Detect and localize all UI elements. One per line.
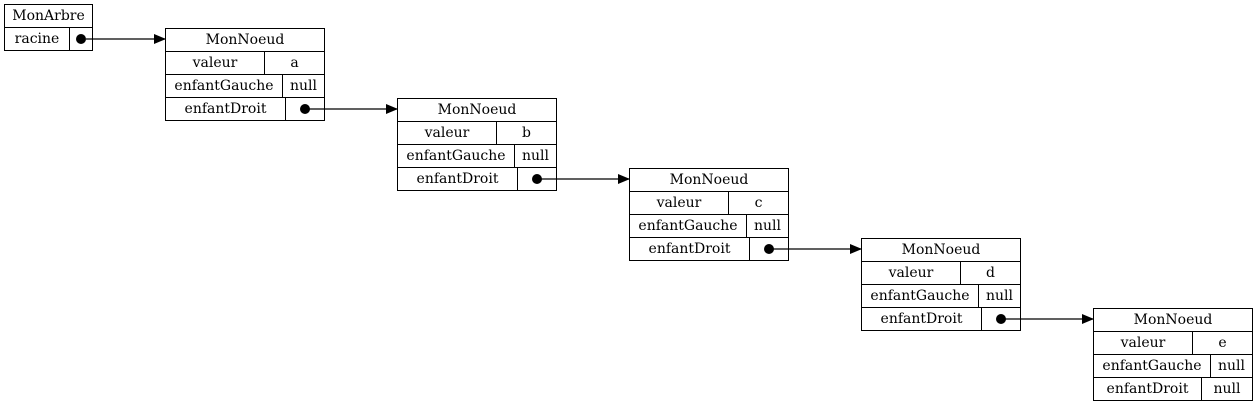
root-pointer-port	[70, 28, 92, 50]
node-value-enfant-gauche: null	[290, 78, 317, 94]
node-row-valeur: valeur a	[166, 51, 324, 74]
pointer-dot-icon	[764, 244, 774, 254]
node-label-enfant-gauche: enfantGauche	[398, 145, 515, 167]
node-record-e: MonNoeud valeur e enfantGauche null enfa…	[1093, 308, 1253, 401]
node-row-valeur: valeur d	[862, 261, 1020, 284]
node-row-enfant-gauche: enfantGauche null	[166, 74, 324, 97]
node-label-enfant-droit: enfantDroit	[630, 238, 750, 260]
node-label-enfant-droit: enfantDroit	[398, 168, 518, 190]
node-row-enfant-droit: enfantDroit null	[1094, 377, 1252, 400]
node-title: MonNoeud	[901, 242, 981, 258]
node-row-enfant-gauche: enfantGauche null	[630, 214, 788, 237]
node-value-valeur: d	[986, 265, 995, 281]
pointer-dot-icon	[76, 34, 86, 44]
pointer-dot-icon	[300, 104, 310, 114]
node-value-enfant-gauche: null	[522, 148, 549, 164]
node-row-enfant-gauche: enfantGauche null	[1094, 354, 1252, 377]
node-title: MonNoeud	[437, 102, 517, 118]
node-title: MonNoeud	[205, 32, 285, 48]
node-record-b: MonNoeud valeur b enfantGauche null enfa…	[397, 98, 557, 191]
node-label-valeur: valeur	[398, 122, 497, 144]
node-pointer-port-enfant-droit	[750, 238, 788, 260]
node-row-valeur: valeur b	[398, 121, 556, 144]
node-pointer-port-enfant-droit	[982, 308, 1020, 330]
node-label-valeur: valeur	[1094, 332, 1193, 354]
node-value-valeur: b	[522, 125, 531, 141]
node-value-valeur: e	[1218, 335, 1227, 351]
node-label-valeur: valeur	[862, 262, 961, 284]
node-label-enfant-gauche: enfantGauche	[166, 75, 283, 97]
node-value-enfant-droit: null	[1213, 381, 1241, 397]
node-label-enfant-droit: enfantDroit	[862, 308, 982, 330]
node-row-enfant-gauche: enfantGauche null	[398, 144, 556, 167]
node-label-valeur: valeur	[630, 192, 729, 214]
node-title: MonNoeud	[669, 172, 749, 188]
node-row-enfant-gauche: enfantGauche null	[862, 284, 1020, 307]
node-title: MonNoeud	[1133, 312, 1213, 328]
root-field-label: racine	[5, 28, 70, 50]
node-record-d: MonNoeud valeur d enfantGauche null enfa…	[861, 238, 1021, 331]
node-value-valeur: a	[290, 55, 299, 71]
node-row-enfant-droit: enfantDroit	[862, 307, 1020, 330]
node-value-enfant-gauche: null	[754, 218, 781, 234]
node-value-valeur: c	[754, 195, 763, 211]
pointer-dot-icon	[532, 174, 542, 184]
root-record: MonArbre racine	[4, 4, 93, 51]
node-row-enfant-droit: enfantDroit	[166, 97, 324, 120]
root-field-row: racine	[5, 27, 92, 50]
node-pointer-port-enfant-droit	[518, 168, 556, 190]
node-row-valeur: valeur c	[630, 191, 788, 214]
node-value-enfant-gauche: null	[1218, 358, 1245, 374]
node-label-enfant-droit: enfantDroit	[1094, 378, 1202, 400]
node-row-valeur: valeur e	[1094, 331, 1252, 354]
node-label-valeur: valeur	[166, 52, 265, 74]
root-record-title: MonArbre	[12, 8, 85, 24]
node-label-enfant-gauche: enfantGauche	[1094, 355, 1211, 377]
node-row-enfant-droit: enfantDroit	[398, 167, 556, 190]
node-record-a: MonNoeud valeur a enfantGauche null enfa…	[165, 28, 325, 121]
pointer-dot-icon	[996, 314, 1006, 324]
node-value-enfant-gauche: null	[986, 288, 1013, 304]
node-label-enfant-droit: enfantDroit	[166, 98, 286, 120]
node-record-c: MonNoeud valeur c enfantGauche null enfa…	[629, 168, 789, 261]
node-pointer-port-enfant-droit	[286, 98, 324, 120]
node-row-enfant-droit: enfantDroit	[630, 237, 788, 260]
node-label-enfant-gauche: enfantGauche	[862, 285, 979, 307]
node-label-enfant-gauche: enfantGauche	[630, 215, 747, 237]
